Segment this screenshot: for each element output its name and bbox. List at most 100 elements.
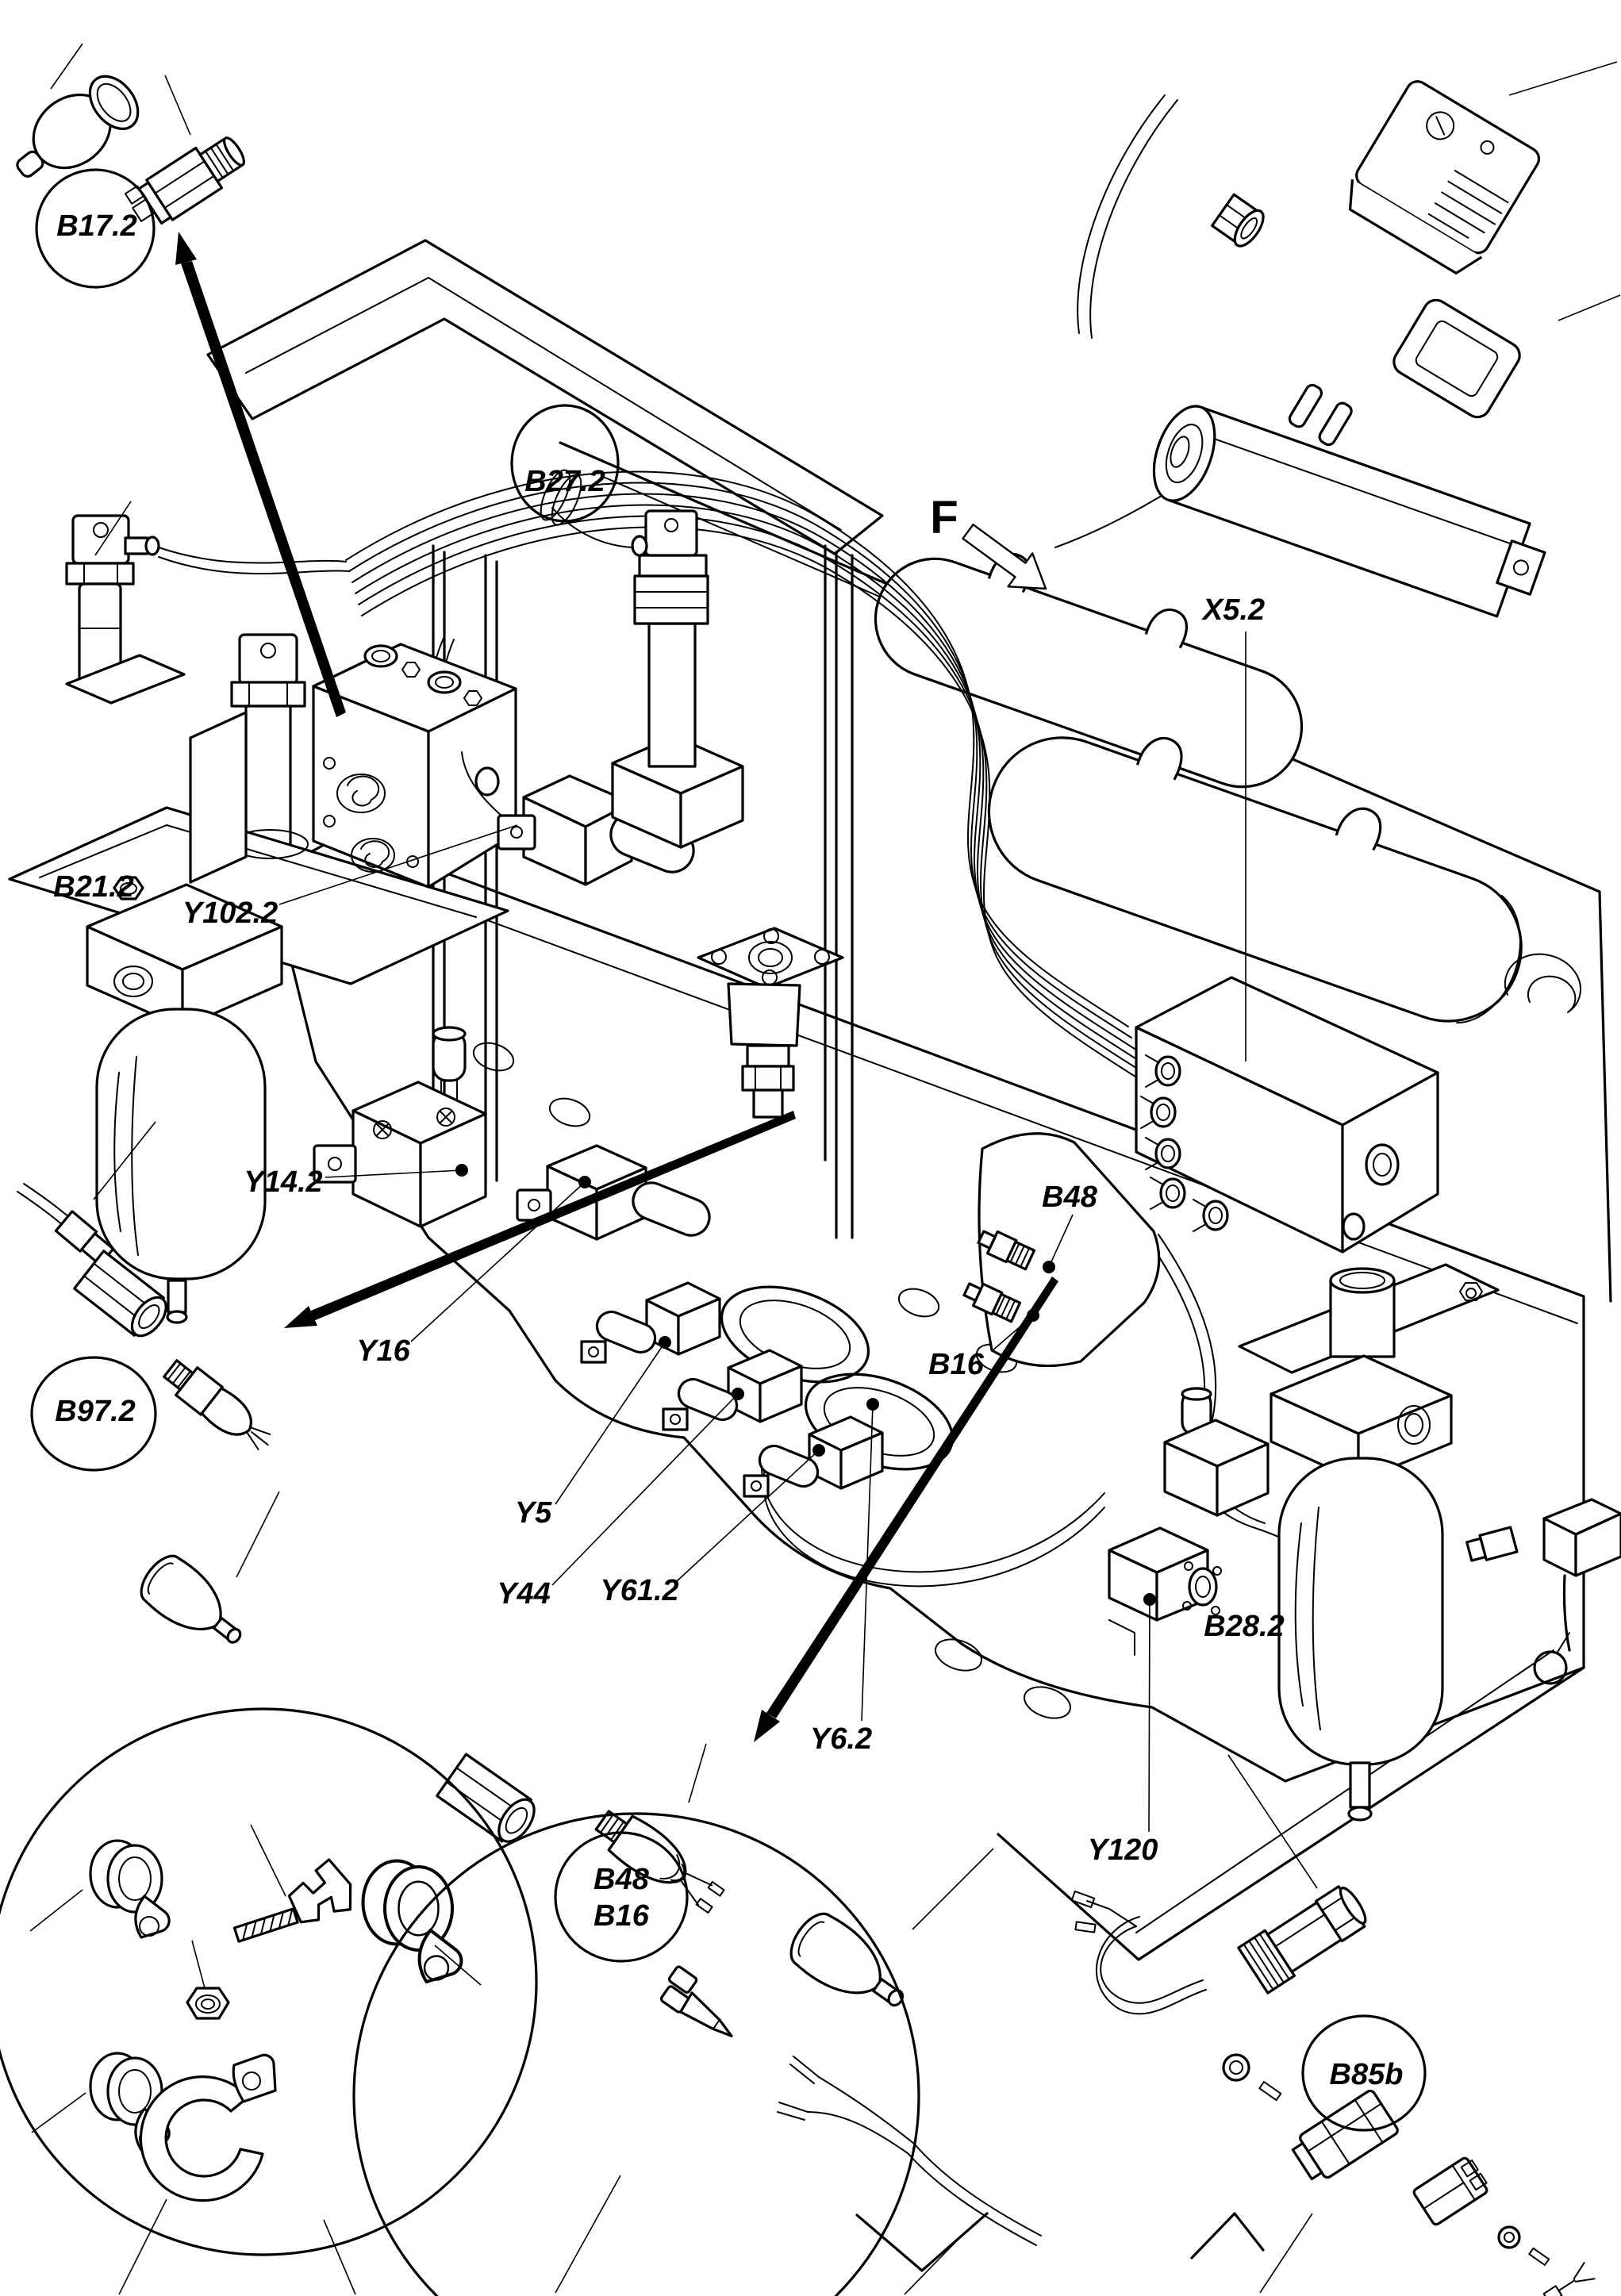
- label-y44: Y44: [497, 1388, 744, 1611]
- exploded-b17-2: [16, 75, 246, 225]
- part-leader-2: [1508, 61, 1618, 96]
- label-text-y120: Y120: [1088, 1833, 1158, 1867]
- exploded-b97-2: [17, 1183, 271, 1644]
- adapter-nut: [73, 1250, 167, 1338]
- flange-valve: [697, 927, 844, 1119]
- thick-arrow-1: [284, 1111, 796, 1328]
- rubber-boot: [16, 75, 140, 178]
- label-dot-b16: [1027, 1309, 1039, 1322]
- label-text-y102-2: Y102.2: [182, 897, 278, 930]
- spade-terminal: [659, 1965, 733, 2037]
- drain-valve: [1465, 1498, 1621, 1685]
- connector-pins: [1288, 383, 1353, 447]
- part-leader-14: [31, 2092, 86, 2133]
- thick-arrow-2: [754, 1277, 1058, 1742]
- junction-box-x5-2: [1135, 976, 1439, 1254]
- bank-valve-2: [662, 1349, 803, 1431]
- label-text-b28-2: B28.2: [1204, 1610, 1284, 1643]
- label-y14-2: Y14.2: [244, 1164, 468, 1199]
- part-leader-10: [29, 1889, 83, 1932]
- label-y5: Y5: [515, 1336, 671, 1530]
- label-text-b21-2: B21.2: [53, 870, 133, 904]
- valve-y14-2: [313, 1026, 487, 1228]
- exploded-b48-b16: [436, 1753, 905, 2007]
- pressure-regulator: [1163, 1387, 1270, 1517]
- label-text-y14-2: Y14.2: [244, 1165, 322, 1199]
- label-dot-y44: [732, 1388, 744, 1400]
- label-text-b17-2: B17.2: [56, 209, 136, 243]
- label-circle-b97-2: [30, 1356, 157, 1472]
- label-leader-y102-2: [278, 824, 518, 905]
- label-leader-y44: [551, 1393, 739, 1586]
- part-leader-5: [93, 1121, 156, 1200]
- label-text-y5: Y5: [515, 1496, 552, 1530]
- part-leader-15: [118, 2198, 167, 2295]
- adapter-nut: [436, 1753, 536, 1843]
- label-leader-y5: [555, 1342, 666, 1505]
- label-text-b27-2: B27.2: [524, 465, 605, 498]
- solenoid-body: [1152, 405, 1546, 618]
- part-leader-0: [50, 43, 83, 90]
- clamp-detail-circle: [0, 1707, 538, 2256]
- label-text-b16: B16: [928, 1348, 985, 1381]
- label-dot-y61-2: [812, 1444, 825, 1457]
- label-dot-y6-2: [866, 1398, 879, 1411]
- label-circle-b27-2: [510, 404, 620, 523]
- label-circle-b85b: [1301, 2014, 1427, 2132]
- pressure-switch: [163, 1359, 271, 1450]
- cable-glands: [1140, 1054, 1229, 1232]
- label-leader-y120: [1148, 1599, 1150, 1833]
- exploded-din-connector: [1077, 80, 1546, 618]
- connector-small-parts: [1222, 2053, 1596, 2296]
- label-text-y6-2: Y6.2: [810, 1722, 872, 1756]
- label-b27-2: B27.2: [510, 404, 620, 523]
- connector-housing: [1348, 80, 1541, 275]
- label-text-y61-2: Y61.2: [600, 1574, 678, 1607]
- part-leader-17: [555, 2175, 621, 2294]
- label-text-b85b: B85b: [1330, 2058, 1404, 2091]
- hose-clamp-open: [139, 2053, 277, 2202]
- label-circle-b17-2: [35, 168, 156, 289]
- part-leader-12: [250, 1824, 286, 1897]
- pilot-valve-block: [312, 643, 517, 889]
- bank-valve-3: [743, 1415, 884, 1498]
- rubber-boot: [789, 1912, 905, 2007]
- label-leader-y16: [410, 1181, 586, 1342]
- part-leader-4: [94, 501, 132, 556]
- label-y102-2: Y102.2: [182, 824, 518, 930]
- label-dot-y16: [578, 1176, 591, 1188]
- part-leader-19: [1259, 2213, 1313, 2294]
- label-text-x5-2: X5.2: [1201, 593, 1265, 627]
- hose-to-sensor-2: [158, 556, 350, 574]
- label-x5-2: X5.2: [1201, 593, 1265, 1062]
- label-b97-2: B97.2: [30, 1356, 157, 1472]
- label-b85b: B85b: [1301, 2014, 1427, 2132]
- label-dot-b48: [1043, 1261, 1055, 1273]
- label-b17-2: B17.2: [35, 168, 156, 289]
- label-y16: Y16: [356, 1176, 591, 1368]
- valve-bank: [580, 1281, 955, 1498]
- rubber-boot: [140, 1554, 242, 1644]
- label-text-b48: B48: [1042, 1181, 1098, 1214]
- part-leader-6: [236, 1491, 280, 1578]
- filter-b28-2: [1238, 1263, 1500, 1822]
- part-leader-11: [191, 1940, 206, 1989]
- label-text-y44: Y44: [497, 1577, 551, 1611]
- thick-arrow-0: [175, 232, 346, 717]
- view-letter: F: [930, 492, 958, 543]
- terminal-detail-circle: [352, 1812, 1042, 2296]
- label-y120: Y120: [1088, 1593, 1158, 1867]
- label-b21-2: B21.2: [53, 870, 133, 904]
- pipe-clamp-small: [89, 1839, 171, 1939]
- label-b16: B16: [928, 1309, 1039, 1381]
- part-leader-3: [1558, 294, 1621, 321]
- label-leader-b48: [1048, 1214, 1074, 1268]
- part-leader-8: [912, 1848, 994, 1930]
- label-leader-b16: [991, 1315, 1034, 1352]
- part-leader-7: [688, 1743, 707, 1803]
- label-leader-y14-2: [325, 1169, 463, 1178]
